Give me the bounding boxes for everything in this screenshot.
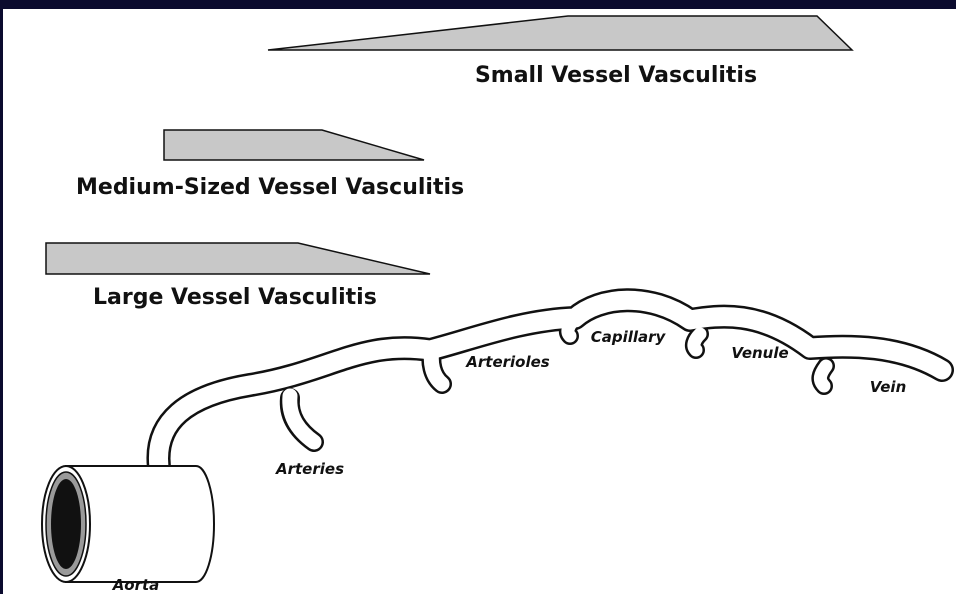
large-vessel-title: Large Vessel Vasculitis [93, 285, 377, 310]
arteries-label: Arteries [275, 460, 344, 478]
arterioles-label: Arterioles [465, 353, 550, 371]
capillary-branch-inner [568, 320, 574, 336]
aorta-lumen [51, 479, 81, 569]
capillary-label: Capillary [591, 328, 667, 346]
vein-label: Vein [870, 378, 907, 396]
venule-branch-inner [694, 334, 700, 350]
vessel-tree [158, 300, 942, 474]
venule-label: Venule [731, 344, 788, 362]
vein-branch-inner [820, 366, 826, 386]
aorta-cylinder [42, 466, 214, 582]
medium-vessel-title: Medium-Sized Vessel Vasculitis [76, 175, 464, 200]
medium-vessel-band [164, 130, 424, 160]
aorta-label: Aorta [112, 576, 160, 594]
small-vessel-band [268, 16, 852, 50]
small-vessel-title: Small Vessel Vasculitis [475, 63, 757, 88]
large-vessel-band [46, 243, 430, 274]
